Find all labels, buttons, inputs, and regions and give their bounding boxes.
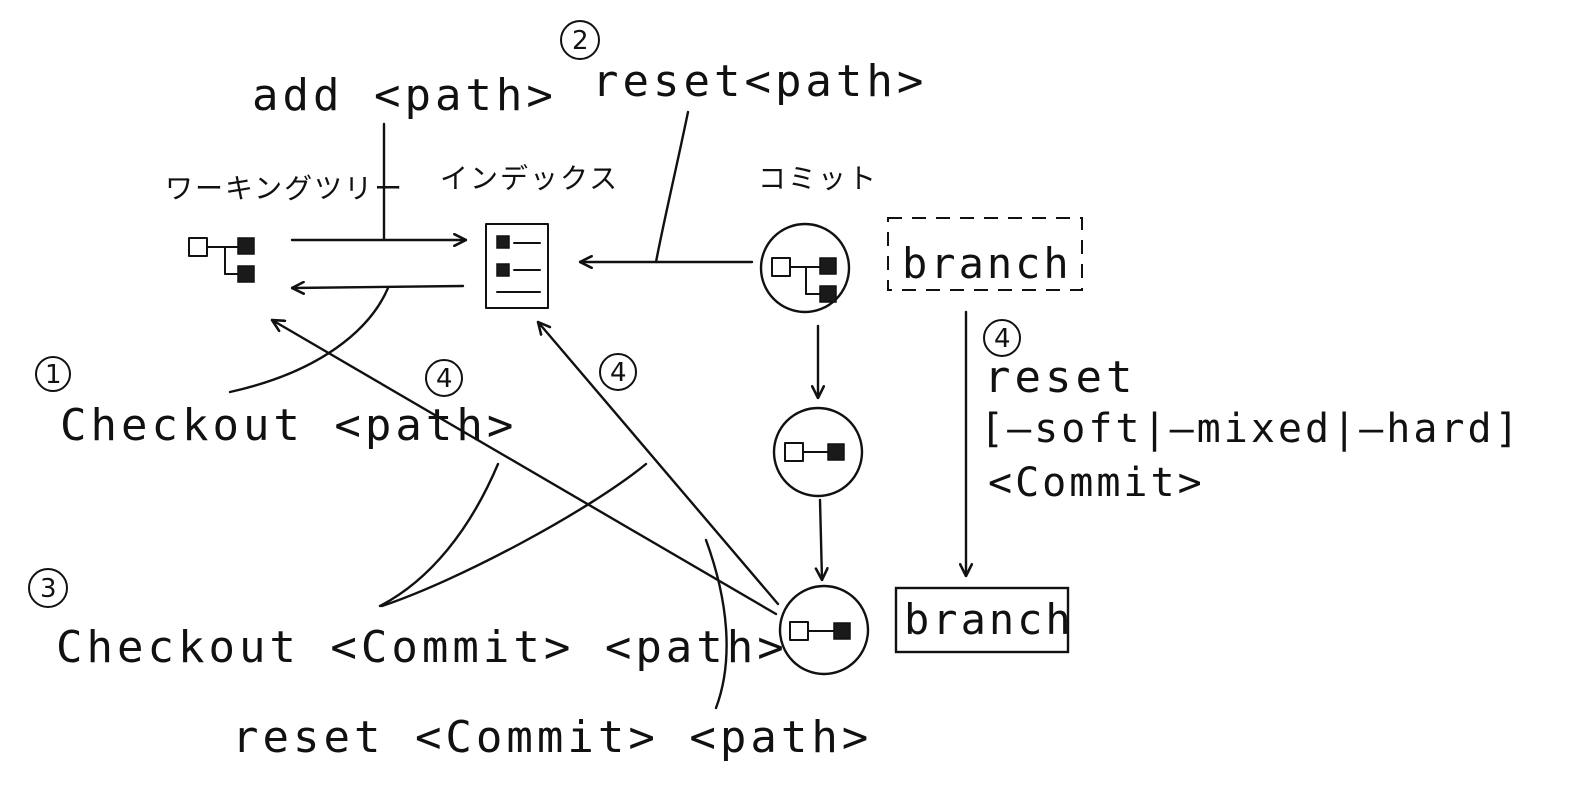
- reset-path-leader: [654, 110, 690, 264]
- svg-text:4: 4: [994, 324, 1011, 354]
- checkout-commit-path-arrow: [272, 320, 778, 616]
- commit-node-middle: [772, 406, 864, 498]
- reset-commit-path-leader: [704, 538, 728, 710]
- commit-label: コミット: [758, 162, 878, 195]
- reset-commit-path-command: reset <Commit> <path>: [232, 712, 872, 763]
- checkout-commit-leader-1: [378, 462, 500, 608]
- svg-text:4: 4: [610, 358, 627, 388]
- svg-text:4: 4: [436, 364, 453, 394]
- old-branch-label: branch: [902, 239, 1072, 288]
- reset-modes-command: reset: [984, 352, 1136, 403]
- commit-chain-arrow-2: [820, 498, 822, 580]
- reset-path-command: reset<path>: [592, 56, 927, 107]
- checkout-path-arrow: [292, 286, 465, 288]
- checkout-commit-leader-2: [380, 462, 648, 608]
- checkout-path-command: Checkout <path>: [60, 400, 517, 451]
- old-branch-box: [887, 217, 1083, 291]
- working-tree-icon: [188, 237, 255, 283]
- commit-node-bottom: [778, 584, 870, 676]
- checkout-commit-path-command: Checkout <Commit> <path>: [56, 622, 788, 673]
- reset-commit-path-arrow: [538, 322, 780, 606]
- commit-node-top: [759, 222, 851, 314]
- index-label: インデックス: [440, 162, 619, 195]
- svg-text:2: 2: [572, 26, 589, 56]
- marker-4a: 4: [425, 359, 463, 397]
- reset-modes-commit: <Commit>: [988, 460, 1205, 506]
- index-icon: [485, 223, 549, 309]
- checkout-path-leader: [228, 286, 390, 394]
- marker-2: 2: [560, 20, 600, 60]
- working-tree-label: ワーキングツリー: [165, 172, 404, 205]
- reset-modes-options: [—soft|—mixed|—hard]: [980, 406, 1522, 452]
- marker-1: 1: [35, 356, 71, 392]
- marker-4b: 4: [599, 353, 637, 391]
- svg-text:1: 1: [45, 360, 62, 390]
- new-branch-box: [894, 586, 1070, 654]
- marker-4c: 4: [983, 319, 1021, 357]
- svg-text:3: 3: [40, 574, 57, 604]
- new-branch-label: branch: [904, 595, 1074, 644]
- marker-3: 3: [28, 568, 68, 608]
- add-path-command: add <path>: [252, 70, 557, 121]
